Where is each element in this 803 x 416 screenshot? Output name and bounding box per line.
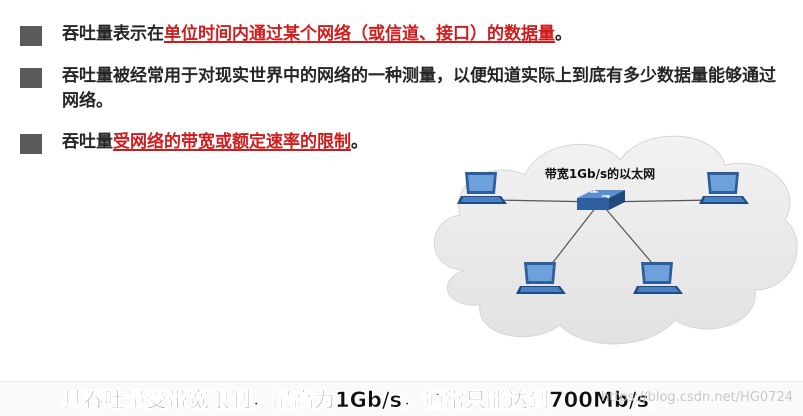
bullet-text-end: 。 (555, 24, 572, 44)
ethernet-diagram: 带宽1Gb/s的以太网 (433, 135, 798, 345)
network-links (492, 199, 716, 271)
bullet-text: 吞吐量被经常用于对现实世界中的网络的一种测量，以便知道实际上到底有多少数据量能够… (62, 66, 776, 111)
bullet-text-start: 吞吐量表示在 (62, 24, 164, 44)
highlight-text: 受网络的带宽或额定速率的限制 (113, 132, 351, 152)
bullet-text-end: 。 (351, 132, 368, 152)
bullet-throughput-limit: 吞吐量受网络的带宽或额定速率的限制。 (20, 130, 800, 158)
switch-icon (577, 189, 625, 210)
bullet-text-start: 吞吐量 (62, 132, 113, 152)
watermark-text: https://blog.csdn.net/HG0724 (601, 390, 793, 405)
bullet-throughput-measurement: 吞吐量被经常用于对现实世界中的网络的一种测量，以便知道实际上到底有多少数据量能够… (20, 64, 800, 116)
network-label: 带宽1Gb/s的以太网 (545, 166, 655, 181)
bullet-square-icon (20, 134, 42, 154)
bullet-square-icon (20, 26, 42, 46)
bullet-throughput-definition: 吞吐量表示在单位时间内通过某个网络（或信道、接口）的数据量。 (20, 22, 800, 50)
highlight-text: 单位时间内通过某个网络（或信道、接口）的数据量 (164, 24, 555, 44)
bullet-square-icon (20, 68, 42, 88)
bullet-text: 吞吐量受网络的带宽或额定速率的限制。 (62, 130, 792, 155)
subtitle-bar: 其吞吐量受带宽限制，最高为1Gb/s，通常只能达到700Mb/s。 (0, 381, 803, 416)
bullet-text: 吞吐量表示在单位时间内通过某个网络（或信道、接口）的数据量。 (62, 22, 792, 47)
subtitle-caption: 其吞吐量受带宽限制，最高为1Gb/s，通常只能达到700Mb/s。 (62, 388, 671, 413)
